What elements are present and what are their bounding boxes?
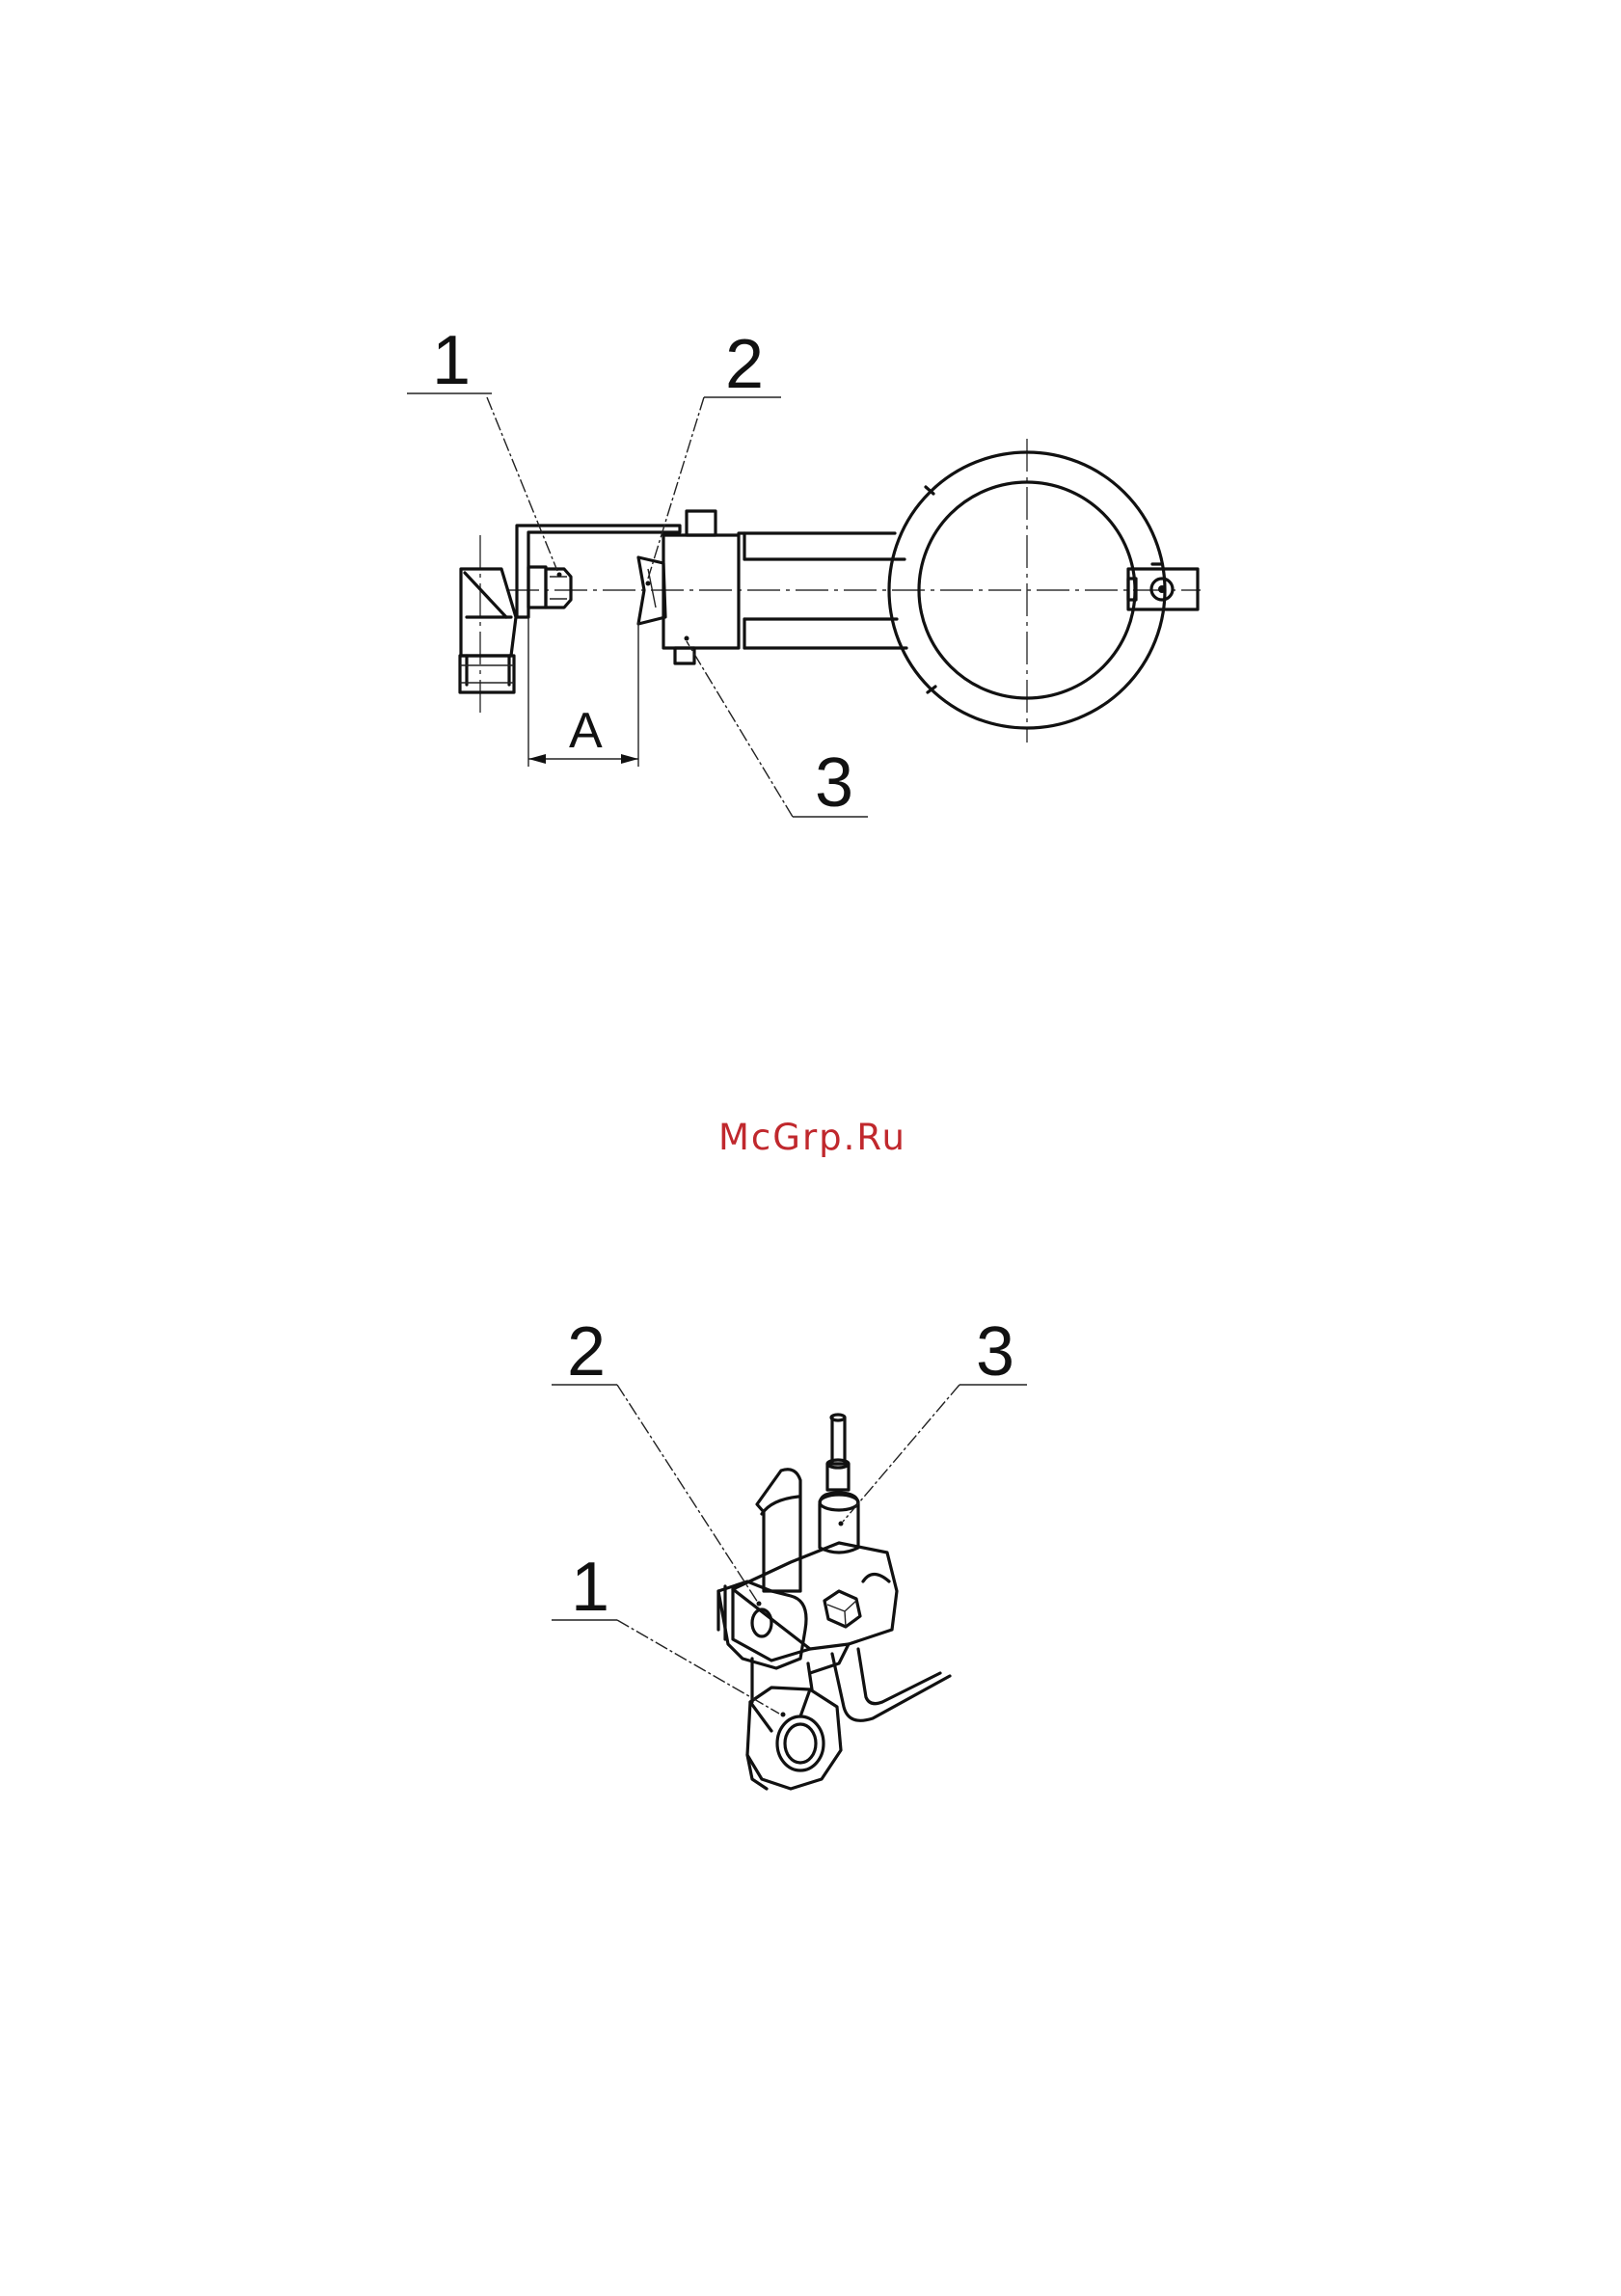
iso-view-drawing: 2 3 1 [552,1313,1027,1789]
callout-2-top: 2 [648,326,781,579]
callout-label: 2 [725,326,764,403]
nozzle-nut [528,567,571,608]
callout-label: 1 [432,322,471,399]
pilot-body [663,511,739,663]
pilot-block [733,1543,897,1673]
callout-1-iso: 1 [552,1549,779,1714]
callout-label: 2 [567,1313,606,1391]
gas-pipe [832,1649,950,1720]
side-hex-nut [824,1591,860,1627]
callout-3-top: 3 [687,641,868,822]
dimension-a: A [528,617,638,767]
watermark-text: McGrp.Ru [718,1117,906,1158]
thermocouple-stem [820,1415,858,1553]
callout-label: 1 [571,1549,609,1626]
dimension-label: A [569,703,603,759]
callout-label: 3 [815,744,853,822]
top-view-drawing: A 1 2 3 [407,322,1201,822]
ignition-electrode [757,1470,800,1591]
callout-3-iso: 3 [843,1313,1027,1522]
elbow-fitting [460,569,516,692]
callout-label: 3 [976,1313,1014,1391]
